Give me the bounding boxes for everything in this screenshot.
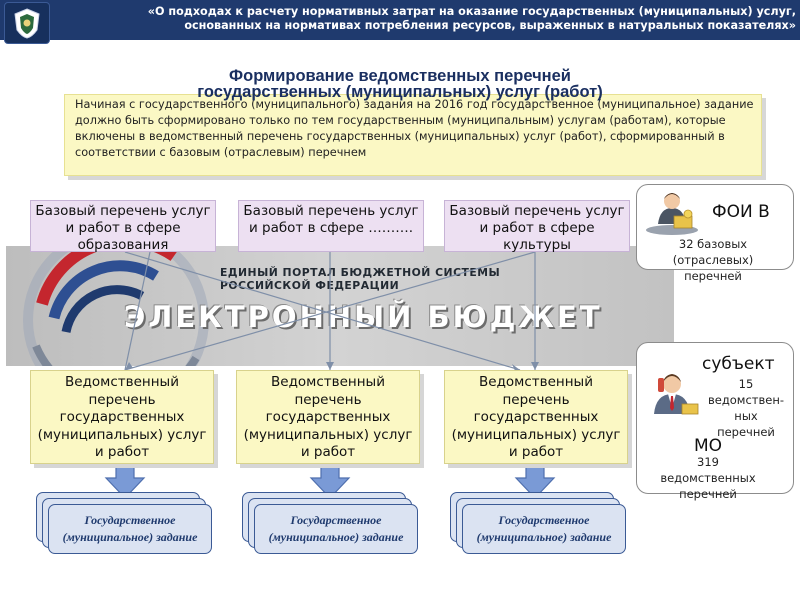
foiv-text-line: перечней (684, 269, 742, 283)
connector-line (124, 251, 536, 371)
base-list-culture: Базовый перечень услуг и работ в сфере к… (444, 200, 630, 253)
ministry-emblem-icon (4, 2, 50, 44)
portal-label-line1: ЕДИНЫЙ ПОРТАЛ БЮДЖЕТНОЙ СИСТЕМЫ (220, 266, 501, 279)
electronic-budget-banner (6, 246, 674, 366)
presentation-header (0, 0, 800, 40)
departmental-list-3: Ведомственный перечень государственных (… (444, 370, 628, 464)
slide-title-line2: государственных (муниципальных) услуг (р… (197, 83, 603, 101)
official-at-desk-icon (644, 186, 700, 236)
subject-mo-card (636, 342, 794, 494)
base-list-other: Базовый перечень услуг и работ в сфере …… (238, 200, 424, 252)
state-task-card: Государственное (муниципальное) задание (254, 504, 418, 554)
connector-arrowhead-icon (125, 362, 133, 370)
slide-title-line1: Формирование ведомственных перечней (229, 67, 571, 85)
header-title-line2: основанных на нормативах потребления рес… (184, 19, 796, 32)
mo-text-line: 319 (697, 455, 719, 469)
state-task-stack-3: Государственное (муниципальное) задание (450, 492, 626, 558)
foiv-label: ФОИ В (712, 202, 770, 222)
official-phone-icon (644, 364, 700, 416)
mo-text: 319 ведомственных перечней (640, 454, 776, 502)
state-task-stack-1: Государственное (муниципальное) задание (36, 492, 212, 558)
mo-label: МО (694, 436, 723, 456)
electronic-budget-title: ЭЛЕКТРОННЫЙ БЮДЖЕТ (124, 300, 603, 334)
connector-line (124, 251, 151, 371)
subject-text-line: ных (734, 409, 758, 423)
subject-text-line: 15 (738, 377, 754, 391)
foiv-text: 32 базовых (отраслевых) перечней (656, 236, 770, 284)
connector-arrowhead-icon (531, 362, 539, 370)
electronic-budget-logo-icon (6, 246, 674, 366)
header-title: «О подходах к расчету нормативных затрат… (56, 5, 796, 33)
subject-text-line: ведомствен- (707, 393, 785, 407)
state-task-stack-2: Государственное (муниципальное) задание (242, 492, 418, 558)
connector-arrowhead-icon (326, 362, 334, 370)
subject-text: 15 ведомствен- ных перечней (700, 376, 792, 440)
slide-title: Формирование ведомственных перечней госу… (140, 66, 660, 102)
departmental-list-1: Ведомственный перечень государственных (… (30, 370, 214, 464)
portal-label: ЕДИНЫЙ ПОРТАЛ БЮДЖЕТНОЙ СИСТЕМЫ РОССИЙСК… (220, 266, 600, 292)
departmental-list-2: Ведомственный перечень государственных (… (236, 370, 420, 464)
foiv-text-line: 32 базовых (678, 237, 748, 251)
mo-text-line: перечней (679, 487, 737, 501)
foiv-text-line: (отраслевых) (672, 253, 754, 267)
subject-label: субъект (702, 354, 775, 374)
mo-text-line: ведомственных (660, 471, 756, 485)
state-task-card: Государственное (муниципальное) задание (462, 504, 626, 554)
state-task-card: Государственное (муниципальное) задание (48, 504, 212, 554)
base-list-education: Базовый перечень услуг и работ в сфере о… (30, 200, 216, 253)
connector-line (124, 251, 521, 371)
portal-label-line2: РОССИЙСКОЙ ФЕДЕРАЦИИ (220, 279, 400, 292)
header-title-line1: «О подходах к расчету нормативных затрат… (147, 5, 796, 18)
subject-text-line: перечней (717, 425, 775, 439)
info-note: Начиная с государственного (муниципально… (64, 94, 762, 176)
